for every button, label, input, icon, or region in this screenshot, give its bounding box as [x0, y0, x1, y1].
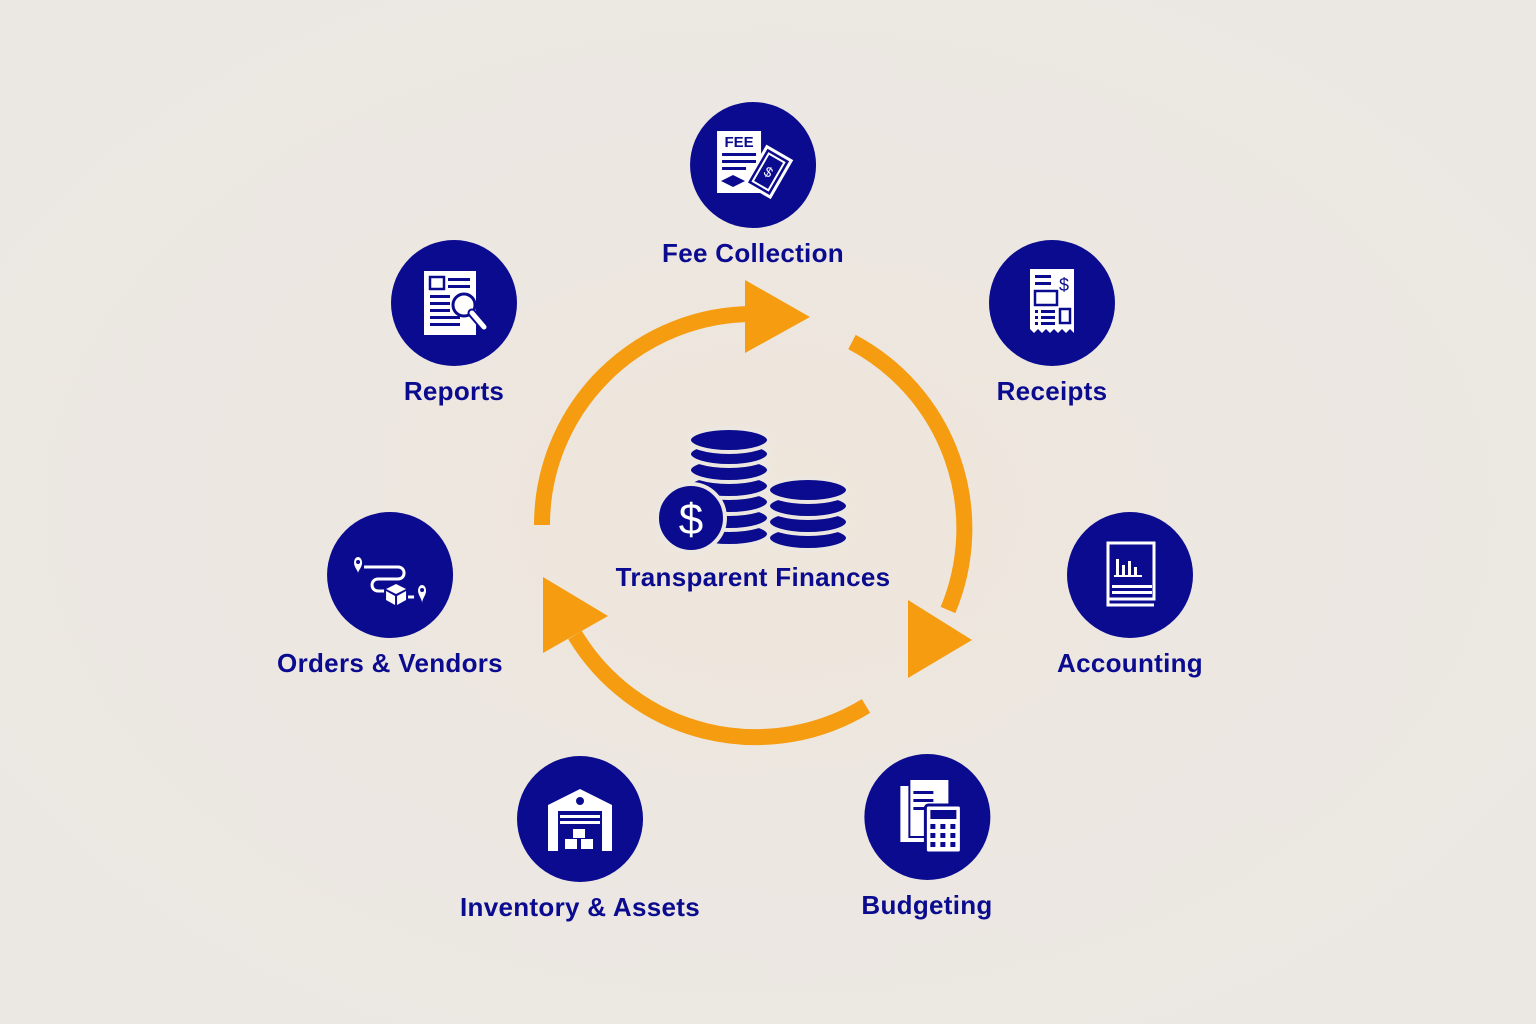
node-label: Receipts [996, 376, 1108, 406]
node-circle: $ [989, 240, 1115, 366]
node-budgeting: Budgeting [861, 754, 992, 921]
node-circle [1067, 512, 1193, 638]
arrow-arc-bottom [568, 630, 871, 746]
node-reports: Reports [391, 240, 517, 407]
node-label: Reports [403, 376, 505, 406]
warehouse-icon [548, 789, 612, 851]
coins-stack-icon: $ [655, 426, 850, 554]
calculator-document-icon [897, 778, 963, 855]
arrow-arc-right [848, 334, 973, 614]
delivery-route-icon [353, 557, 426, 605]
node-circle [517, 756, 643, 882]
node-orders-vendors: Orders & Vendors [277, 512, 503, 679]
node-circle [391, 240, 517, 366]
svg-text:$: $ [1059, 275, 1069, 295]
node-label: Orders & Vendors [277, 648, 503, 678]
node-receipts: $ Receipts [989, 240, 1115, 407]
node-circle [326, 512, 453, 638]
fee-bill-icon: FEE $ [717, 131, 794, 200]
arrowhead-right [908, 600, 972, 678]
arrow-arc-left-top [534, 306, 754, 526]
node-label: Fee Collection [662, 238, 844, 268]
report-search-icon [424, 271, 489, 335]
ledger-book-icon [1106, 541, 1156, 607]
node-inventory-assets: Inventory & Assets [460, 756, 700, 923]
node-accounting: Accounting [1057, 512, 1203, 679]
svg-text:$: $ [679, 495, 703, 544]
node-circle [863, 754, 990, 880]
node-circle: FEE $ [690, 102, 816, 228]
center-label: Transparent Finances [615, 562, 891, 592]
fee-text: FEE [724, 134, 753, 151]
node-label: Inventory & Assets [460, 892, 700, 922]
node-label: Accounting [1057, 648, 1203, 678]
receipt-icon: $ [1030, 269, 1074, 333]
arrowhead-left [543, 577, 608, 653]
arrowhead-top [745, 280, 810, 353]
node-label: Budgeting [861, 890, 993, 920]
node-fee-collection: FEE $ Fee Collection [662, 102, 844, 269]
